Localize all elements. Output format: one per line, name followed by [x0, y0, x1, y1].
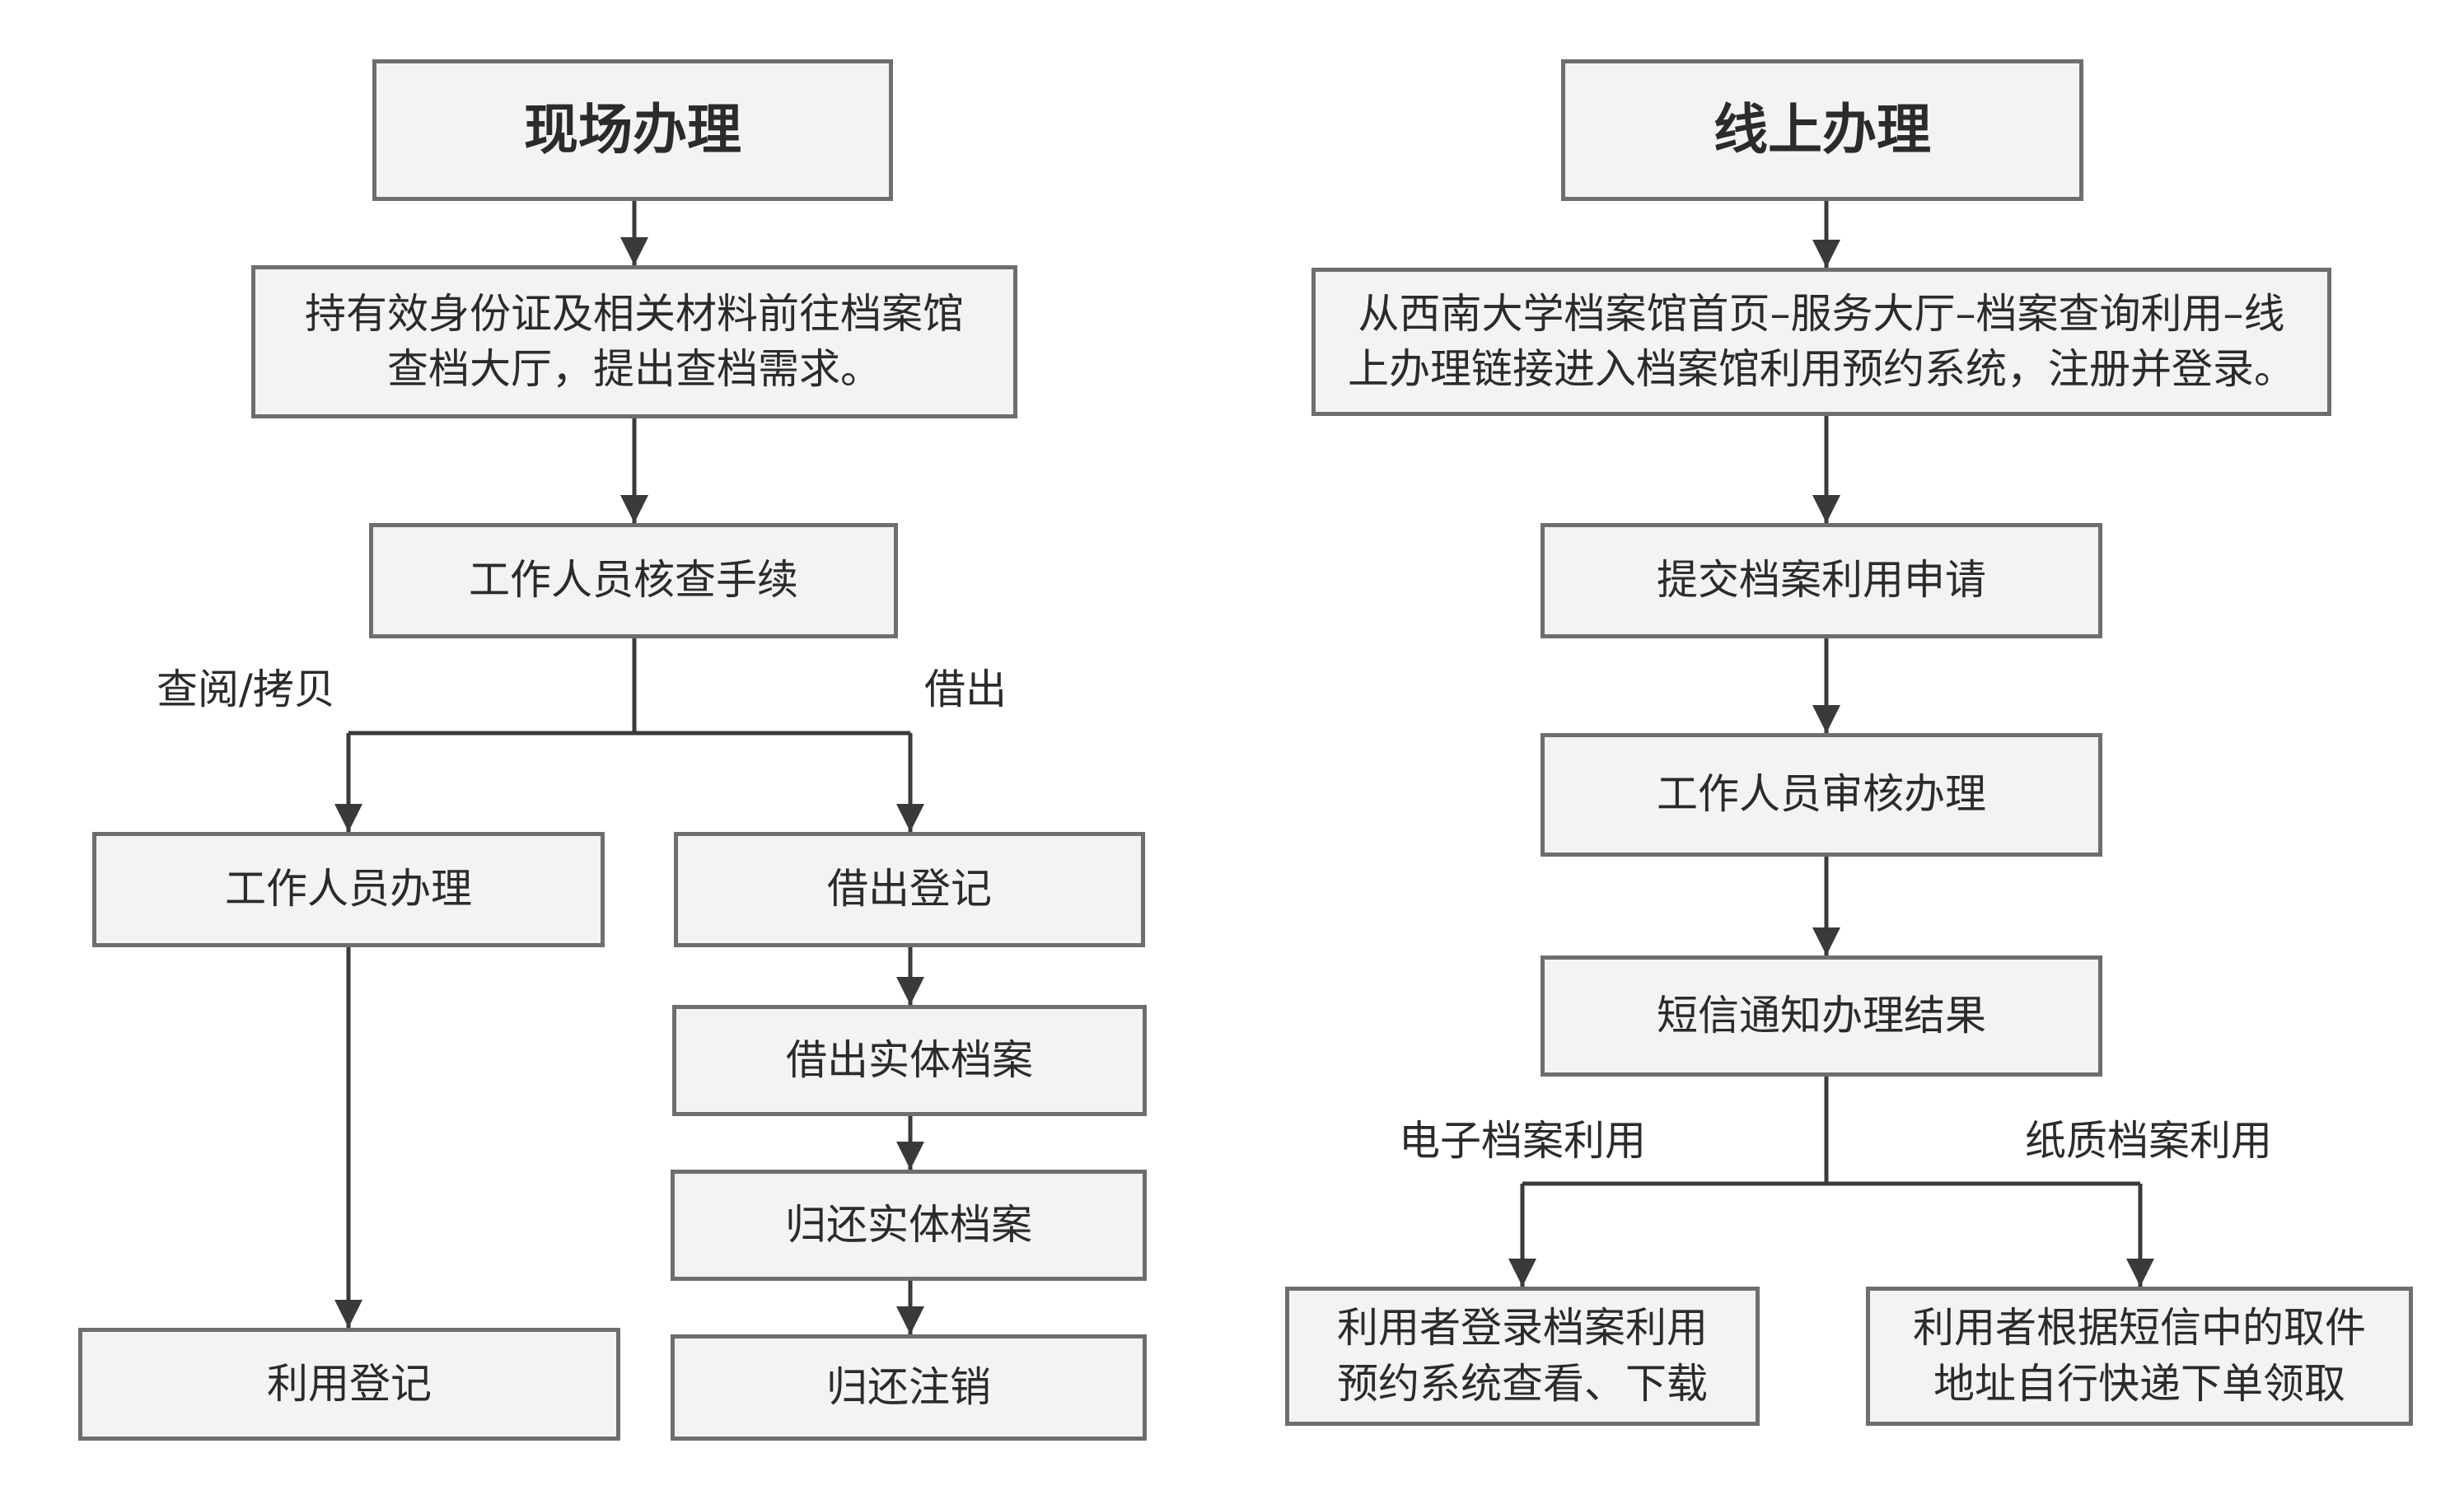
borrow-physical-label: 借出实体档案	[786, 1035, 1033, 1084]
arrowhead	[896, 804, 924, 832]
onsite-step1-line1: 持有效身份证及相关材料前往档案馆	[305, 289, 964, 338]
arrowhead	[2126, 1259, 2154, 1287]
electronic-result-box: 利用者登录档案利用 预约系统查看、下载	[1285, 1287, 1760, 1426]
paper-result-box: 利用者根据短信中的取件 地址自行快递下单领取	[1866, 1287, 2413, 1426]
online-step4-box: 短信通知办理结果	[1541, 955, 2102, 1077]
online-title-box: 线上办理	[1561, 59, 2083, 201]
online-title: 线上办理	[1714, 98, 1931, 162]
branch-borrow-label: 借出	[924, 666, 1007, 713]
arrowhead	[896, 977, 924, 1005]
arrowhead	[896, 1306, 924, 1334]
online-step1-line2: 上办理链接进入档案馆利用预约系统，注册并登录。	[1348, 345, 2295, 393]
arrowhead	[334, 804, 362, 832]
borrow-register-box: 借出登记	[674, 832, 1145, 947]
online-step1-line1: 从西南大学档案馆首页–服务大厅–档案查询利用–线	[1358, 289, 2285, 338]
onsite-step1-line2: 查档大厅，提出查档需求。	[387, 345, 881, 393]
onsite-title-box: 现场办理	[372, 59, 893, 201]
arrowhead	[620, 495, 648, 523]
online-step1-box: 从西南大学档案馆首页–服务大厅–档案查询利用–线 上办理链接进入档案馆利用预约系…	[1311, 268, 2331, 416]
online-step2-box: 提交档案利用申请	[1541, 523, 2102, 638]
return-cancel-box: 归还注销	[671, 1334, 1147, 1441]
onsite-step1-box: 持有效身份证及相关材料前往档案馆 查档大厅，提出查档需求。	[251, 265, 1017, 418]
arrowhead	[1812, 705, 1840, 733]
arrowheads	[334, 237, 2154, 1334]
electronic-result-line1: 利用者登录档案利用	[1337, 1304, 1708, 1352]
arrowhead	[620, 237, 648, 265]
view-register-label: 利用登记	[267, 1359, 432, 1408]
online-step2-label: 提交档案利用申请	[1657, 556, 1986, 605]
view-register-box: 利用登记	[78, 1328, 620, 1441]
return-physical-box: 归还实体档案	[671, 1170, 1147, 1281]
arrowhead	[1812, 240, 1840, 268]
branch-paper-label: 纸质档案利用	[2025, 1117, 2272, 1165]
return-cancel-label: 归还注销	[826, 1362, 991, 1411]
arrowhead	[1812, 927, 1840, 955]
paper-result-line2: 地址自行快递下单领取	[1933, 1359, 2345, 1408]
return-physical-label: 归还实体档案	[785, 1200, 1032, 1249]
onsite-step2-label: 工作人员核查手续	[469, 556, 798, 605]
borrow-physical-box: 借出实体档案	[672, 1005, 1147, 1116]
view-handle-label: 工作人员办理	[225, 865, 472, 913]
borrow-register-label: 借出登记	[827, 865, 992, 913]
arrowhead	[334, 1300, 362, 1328]
online-step3-box: 工作人员审核办理	[1541, 733, 2102, 857]
paper-result-line1: 利用者根据短信中的取件	[1913, 1304, 2366, 1352]
onsite-step2-box: 工作人员核查手续	[369, 523, 898, 638]
view-handle-box: 工作人员办理	[92, 832, 605, 947]
branch-view-label: 查阅/拷贝	[157, 666, 335, 713]
onsite-title: 现场办理	[524, 98, 741, 162]
arrowhead	[1812, 495, 1840, 523]
branch-electronic-label: 电子档案利用	[1399, 1117, 1646, 1165]
arrowhead	[896, 1142, 924, 1170]
arrowhead	[1508, 1259, 1536, 1287]
electronic-result-line2: 预约系统查看、下载	[1337, 1359, 1708, 1408]
online-step3-label: 工作人员审核办理	[1657, 770, 1986, 819]
online-step4-label: 短信通知办理结果	[1657, 991, 1986, 1039]
